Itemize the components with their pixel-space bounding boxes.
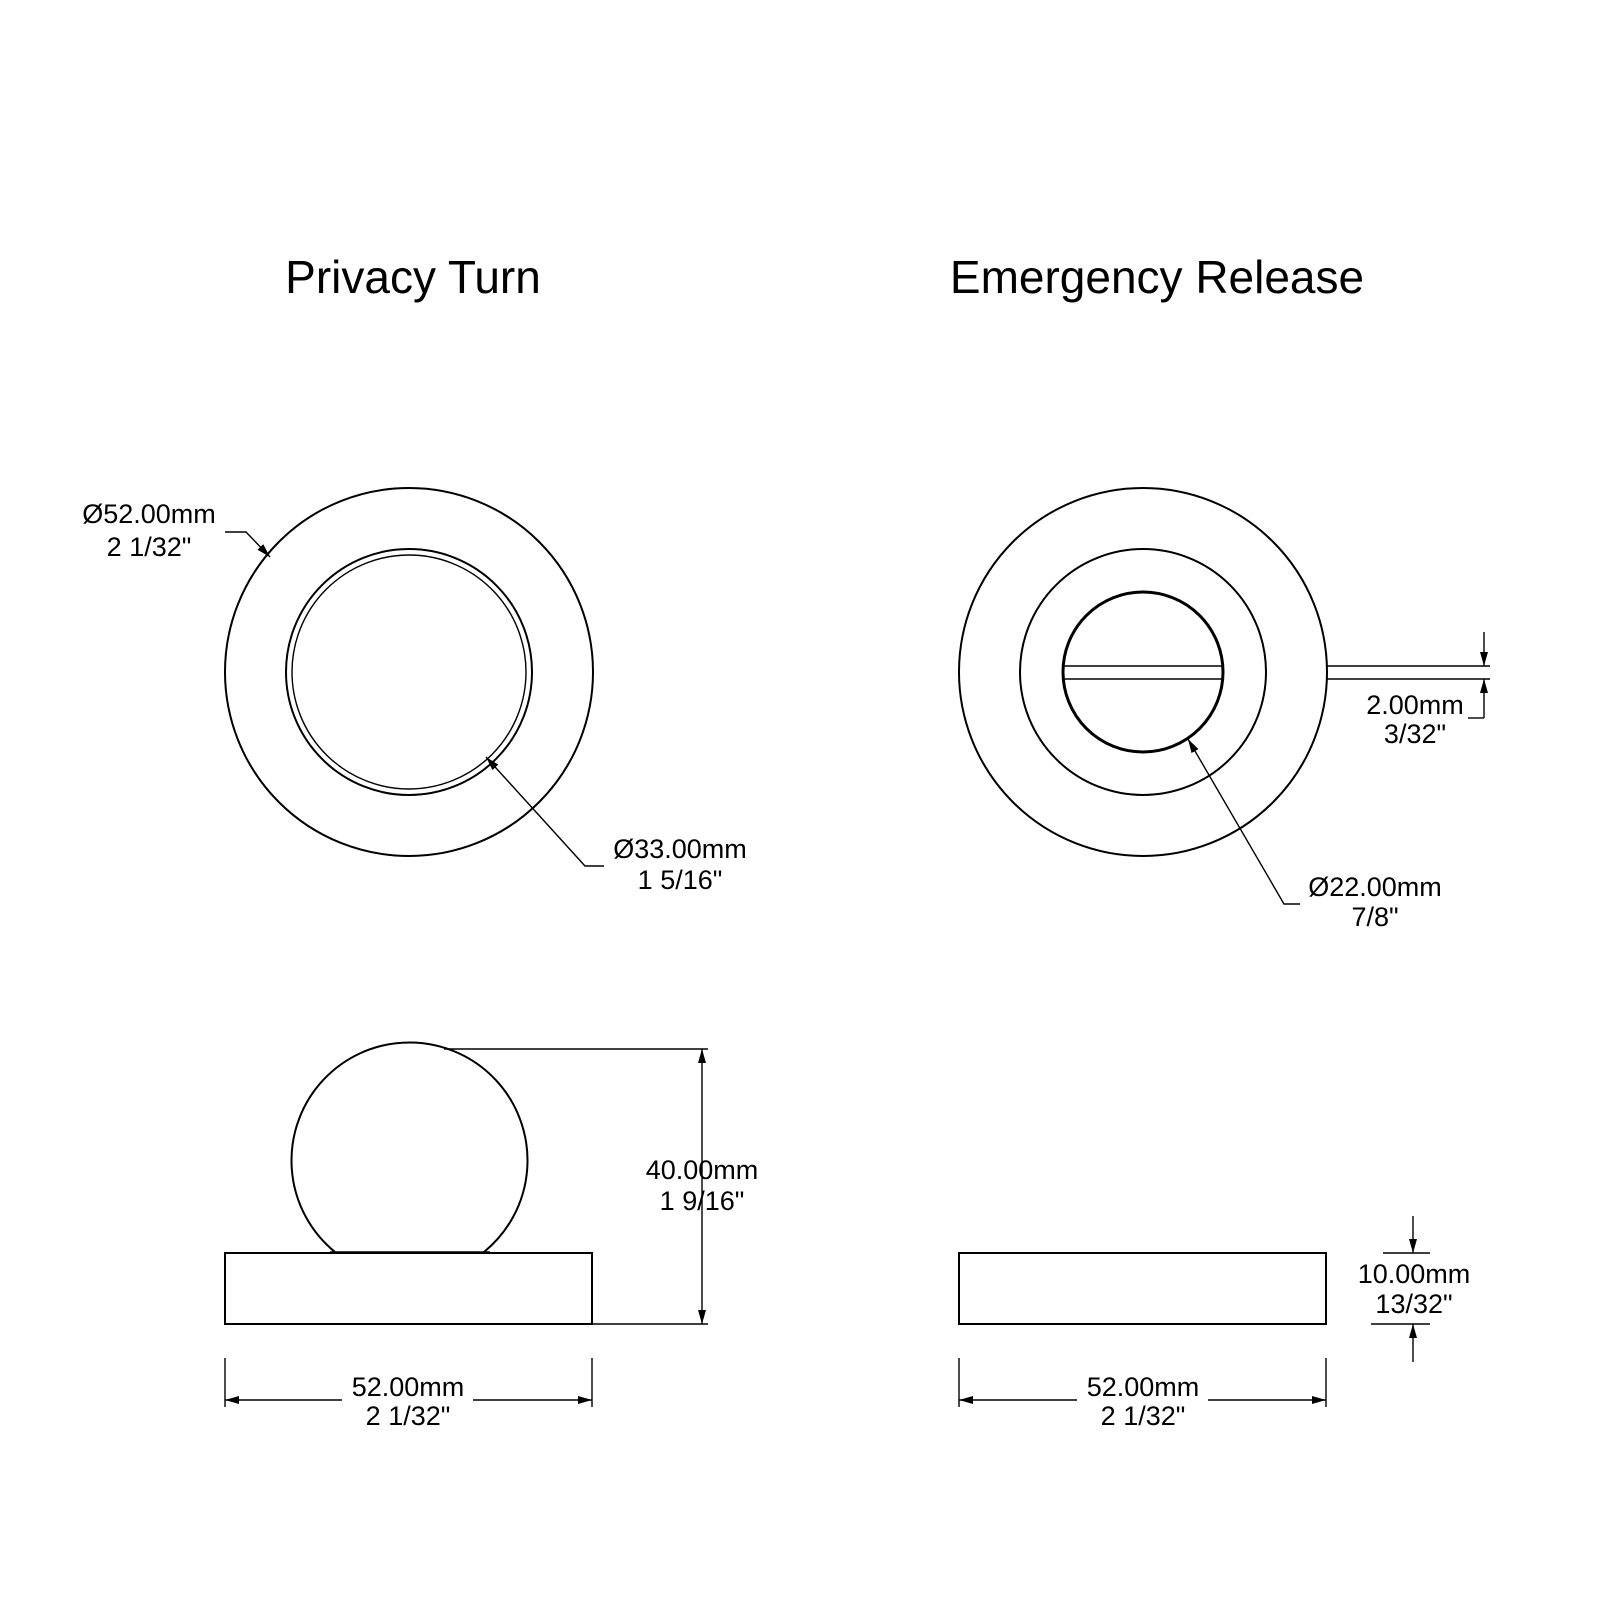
- slot-width-in-label: 3/32": [1384, 719, 1446, 749]
- privacy-turn-front-view: Ø52.00mm 2 1/32" Ø33.00mm 1 5/16": [82, 487, 747, 895]
- thickness-in-label: 13/32": [1375, 1289, 1452, 1319]
- width-mm-label: 52.00mm: [352, 1372, 465, 1402]
- height-mm-label: 40.00mm: [646, 1155, 759, 1185]
- height-in-label: 1 9/16": [660, 1186, 745, 1216]
- slot-width-mm-label: 2.00mm: [1366, 690, 1464, 720]
- knob-diameter-mm-label: Ø33.00mm: [613, 834, 747, 864]
- emergency-release-title: Emergency Release: [950, 251, 1364, 303]
- emergency-release-side-view: 10.00mm 13/32" 52.00mm 2 1/32": [958, 1216, 1471, 1431]
- release-rose-outline: [958, 487, 1328, 857]
- release-disc: [1061, 590, 1225, 754]
- release-ring: [1019, 548, 1267, 796]
- emergency-release-front-view: 2.00mm 3/32" Ø22.00mm 7/8": [958, 487, 1490, 932]
- release-rose-base: [958, 1252, 1327, 1325]
- knob-diameter-leader: [485, 756, 604, 867]
- rose-diameter-leader: [225, 531, 271, 558]
- disc-diameter-leader: [1187, 738, 1300, 905]
- privacy-knob-outer: [285, 548, 533, 796]
- rose-diameter-mm-label: Ø52.00mm: [82, 499, 216, 529]
- thickness-mm-label: 10.00mm: [1358, 1259, 1471, 1289]
- privacy-rose-outline: [224, 487, 594, 857]
- release-width-mm-label: 52.00mm: [1087, 1372, 1200, 1402]
- privacy-knob-profile: [290, 1041, 529, 1253]
- privacy-knob-inner: [291, 554, 527, 790]
- knob-diameter-in-label: 1 5/16": [638, 865, 723, 895]
- disc-diameter-in-label: 7/8": [1351, 902, 1398, 932]
- release-width-in-label: 2 1/32": [1101, 1401, 1186, 1431]
- privacy-turn-side-view: 40.00mm 1 9/16" 52.00mm 2 1/32": [224, 1041, 759, 1431]
- privacy-turn-title: Privacy Turn: [285, 251, 541, 303]
- width-in-label: 2 1/32": [366, 1401, 451, 1431]
- privacy-rose-base: [224, 1252, 593, 1325]
- rose-diameter-in-label: 2 1/32": [107, 532, 192, 562]
- disc-diameter-mm-label: Ø22.00mm: [1308, 872, 1442, 902]
